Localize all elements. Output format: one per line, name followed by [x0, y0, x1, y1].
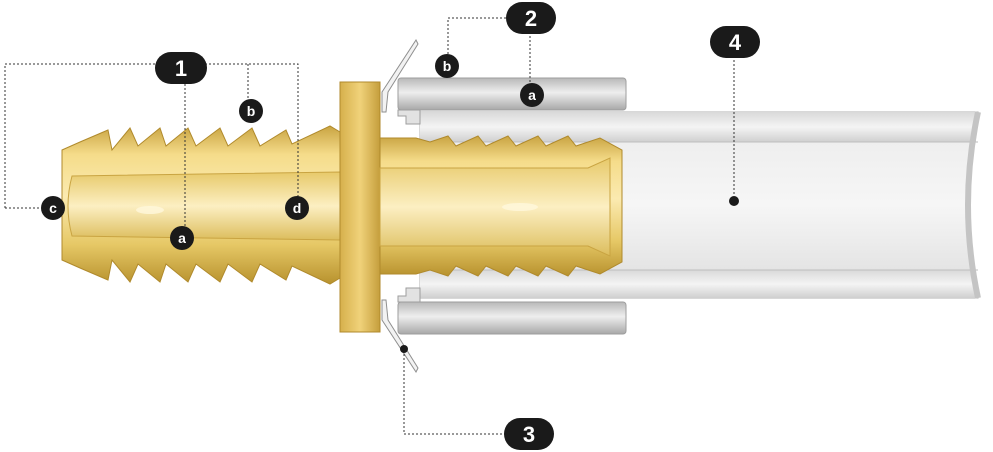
compression-sleeve: [397, 77, 627, 335]
sleeve-bottom: [397, 301, 627, 335]
marker-dot-pipe: [729, 196, 739, 206]
svg-text:b: b: [443, 58, 452, 74]
svg-text:b: b: [247, 103, 256, 119]
marker-2a: a: [520, 83, 544, 107]
marker-1d: d: [285, 196, 309, 220]
callout-3-label: 3: [523, 422, 535, 447]
svg-text:a: a: [528, 87, 536, 103]
callout-1-label: 1: [175, 56, 187, 81]
brass-fitting: [61, 81, 623, 333]
ring-top: [381, 38, 419, 113]
pipe-bottom-wall: [420, 270, 976, 298]
sleeve-top: [397, 77, 627, 111]
marker-2b: b: [435, 54, 459, 78]
pipe-top-wall: [420, 112, 976, 142]
callout-2: 2: [506, 2, 556, 34]
callout-4: 4: [710, 26, 760, 58]
svg-text:c: c: [49, 200, 57, 216]
callout-1: 1: [155, 52, 207, 84]
svg-text:d: d: [293, 200, 302, 216]
marker-1a: a: [170, 226, 194, 250]
svg-text:a: a: [178, 230, 186, 246]
flange: [339, 81, 381, 333]
callout-4-label: 4: [729, 30, 742, 55]
marker-1c: c: [41, 196, 65, 220]
callout-3: 3: [504, 418, 554, 450]
retaining-ring: [381, 38, 419, 374]
left-bore: [67, 171, 341, 241]
marker-dot-ring: [400, 345, 408, 353]
pipe-end-face: [965, 111, 981, 299]
leader-lines: [4, 17, 735, 435]
right-bore: [379, 157, 611, 257]
callout-2-label: 2: [525, 6, 537, 31]
marker-1b: b: [239, 99, 263, 123]
ring-bottom: [381, 299, 419, 374]
